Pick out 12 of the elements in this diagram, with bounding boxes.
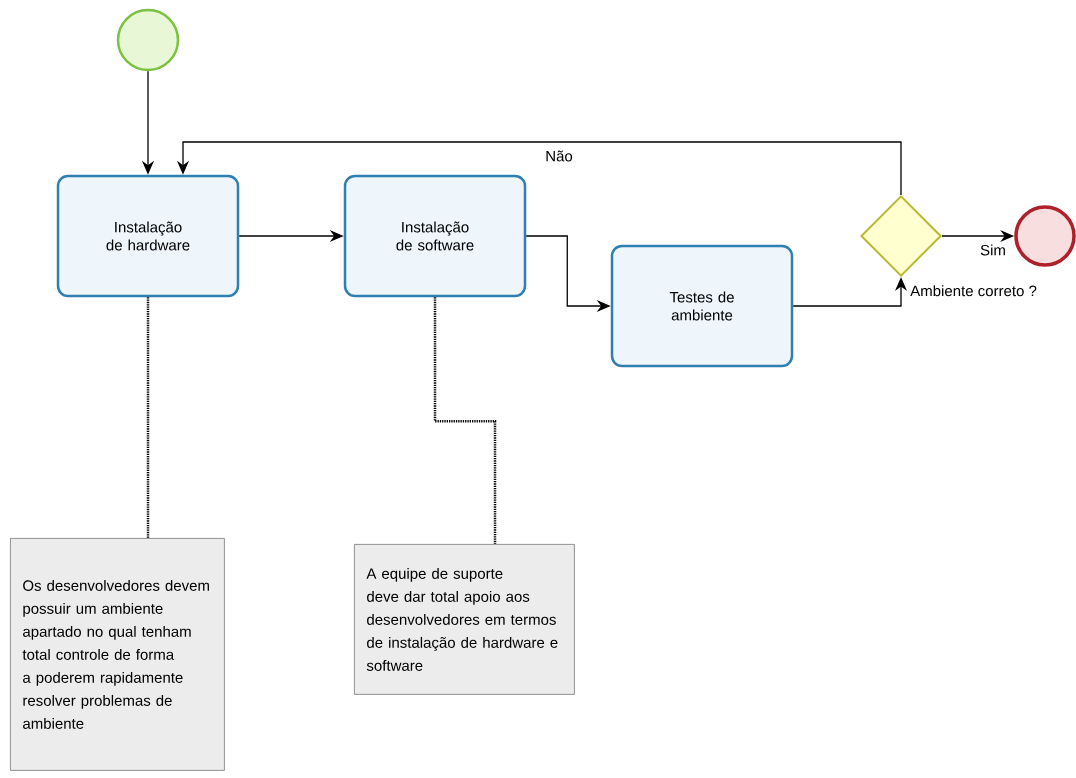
task-box: Instalação de hardware xyxy=(56,174,240,298)
edge-label: Sim xyxy=(980,244,1005,256)
task-box: Instalação de software xyxy=(343,174,527,298)
edge-label: Não xyxy=(546,150,573,162)
annotation-box: Os desenvolvedores devem possuir um ambiente apartado no qual tenham total controle de forma a poderem rapidamente resolver problemas de ambiente xyxy=(10,538,225,771)
start-event-circle xyxy=(116,8,180,72)
annotation-line xyxy=(146,297,150,538)
task-box: Testes de ambiente xyxy=(610,244,794,368)
end-event-circle xyxy=(1014,205,1076,267)
annotation-box: A equipe de suporte deve dar total apoio aos desenvolvedores em termos de instalação de hardware e software xyxy=(354,544,575,695)
annotation-line xyxy=(433,297,497,544)
gateway-label: Ambiente correto ? xyxy=(910,285,1037,297)
